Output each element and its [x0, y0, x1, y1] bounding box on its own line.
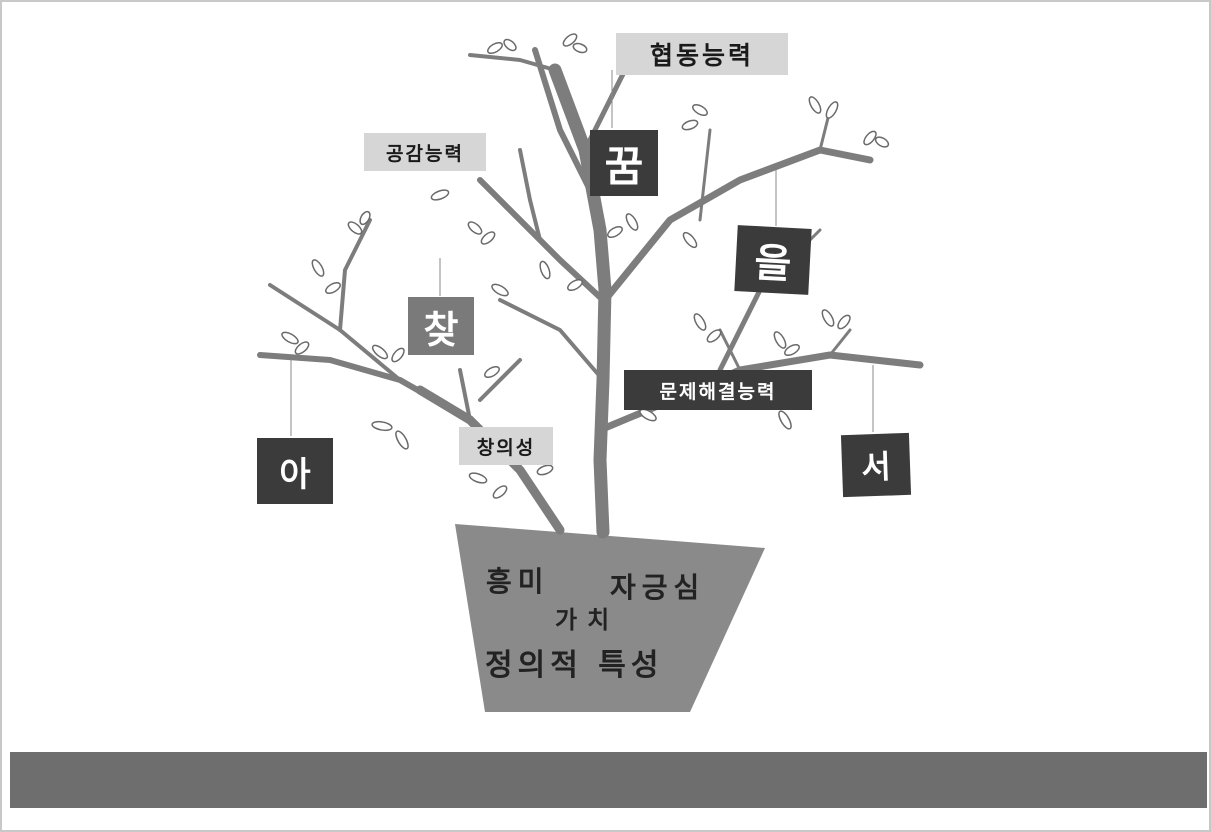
label-problem-solving: 문제해결능력	[624, 370, 812, 410]
tree-branches	[257, 37, 924, 539]
label-empathy: 공감능력	[364, 133, 486, 171]
bottom-bar	[10, 752, 1207, 808]
label-collaboration: 협동능력	[616, 33, 788, 75]
tag-kkum: 꿈	[590, 130, 658, 196]
pot-text-interest: 흥미	[486, 565, 550, 598]
tag-chat: 찾	[408, 297, 474, 355]
label-creativity: 창의성	[459, 427, 553, 465]
tag-a: 아	[257, 438, 333, 504]
flower-pot	[455, 524, 765, 712]
tag-strings	[290, 70, 874, 436]
pot-text-pride: 자긍심	[610, 571, 706, 604]
pot-text-value: 가치	[555, 606, 620, 634]
tag-eul: 을	[734, 225, 812, 295]
tag-seo: 서	[840, 432, 912, 498]
pot-text-affective-traits: 정의적 특성	[485, 648, 664, 683]
leaves	[281, 33, 890, 499]
